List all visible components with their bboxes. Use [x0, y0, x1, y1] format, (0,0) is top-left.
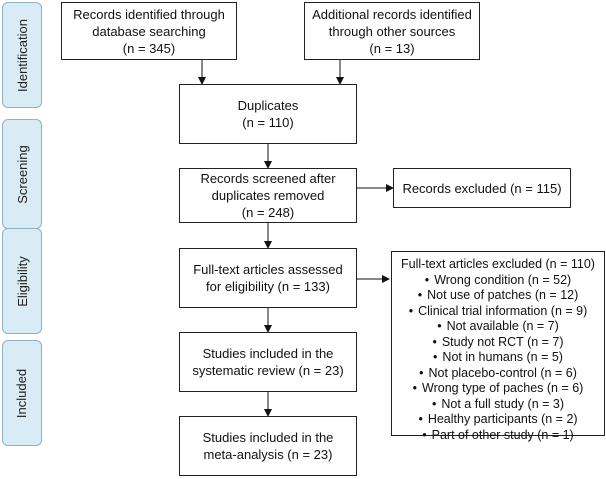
fulltext-excluded-header: Full-text articles excluded (n = 110)	[401, 257, 595, 271]
exclusion-reason: Not placebo-control (n = 6)	[392, 366, 604, 382]
stage-eligibility-label: Eligibility	[14, 255, 30, 307]
screened-count: (n = 248)	[241, 205, 295, 220]
box-database-search: Records identified through database sear…	[61, 2, 237, 60]
box-records-screened: Records screened after duplicates remove…	[179, 168, 357, 223]
stage-eligibility: Eligibility	[2, 228, 42, 334]
screened-line2: duplicates removed	[211, 188, 325, 203]
exclusion-reason: Wrong type of paches (n = 6)	[392, 381, 604, 397]
db-search-line1: Records identified through	[73, 6, 225, 22]
exclusion-reason: Not in humans (n = 5)	[392, 350, 604, 366]
meta-line2: meta-analysis (n = 23)	[203, 447, 333, 462]
db-search-count: (n = 345)	[122, 40, 176, 56]
other-sources-line2: through other sources	[328, 23, 456, 39]
screened-line1: Records screened after	[200, 171, 336, 186]
db-search-line2: database searching	[92, 23, 206, 39]
box-meta-analysis: Studies included in the meta-analysis (n…	[179, 416, 357, 476]
box-other-sources: Additional records identified through ot…	[304, 2, 480, 60]
exclusion-reason: Part of other study (n = 1)	[392, 428, 604, 444]
stage-identification-label: Identification	[14, 18, 30, 92]
other-sources-count: (n = 13)	[369, 40, 415, 56]
fulltext-line2: for eligibility (n = 133)	[206, 279, 330, 294]
exclusion-reasons-list: Wrong condition (n = 52) Not use of patc…	[392, 273, 604, 444]
other-sources-line1: Additional records identified	[312, 6, 472, 22]
stage-identification: Identification	[2, 2, 42, 108]
box-duplicates: Duplicates (n = 110)	[179, 84, 357, 144]
stage-screening-label: Screening	[14, 144, 30, 204]
meta-line1: Studies included in the	[202, 430, 334, 445]
fulltext-line1: Full-text articles assessed	[193, 262, 343, 277]
duplicates-count: (n = 110)	[242, 115, 294, 130]
stage-screening: Screening	[2, 119, 42, 229]
box-systematic-review: Studies included in the systematic revie…	[179, 332, 357, 392]
exclusion-reason: Not available (n = 7)	[392, 319, 604, 335]
exclusion-reason: Not a full study (n = 3)	[392, 397, 604, 413]
duplicates-label: Duplicates	[237, 98, 299, 113]
stage-included-label: Included	[14, 368, 30, 418]
systematic-line2: systematic review (n = 23)	[192, 363, 344, 378]
records-excluded-label: Records excluded (n = 115)	[402, 180, 562, 196]
exclusion-reason: Clinical trial information (n = 9)	[392, 304, 604, 320]
box-records-excluded: Records excluded (n = 115)	[393, 168, 571, 208]
systematic-line1: Studies included in the	[202, 346, 334, 361]
stage-included: Included	[2, 340, 42, 446]
exclusion-reason: Not use of patches (n = 12)	[392, 288, 604, 304]
box-fulltext-assessed: Full-text articles assessed for eligibil…	[179, 248, 357, 308]
exclusion-reason: Healthy participants (n = 2)	[392, 412, 604, 428]
exclusion-reason: Wrong condition (n = 52)	[392, 273, 604, 289]
exclusion-reason: Study not RCT (n = 7)	[392, 335, 604, 351]
box-fulltext-excluded: Full-text articles excluded (n = 110) Wr…	[391, 251, 605, 442]
